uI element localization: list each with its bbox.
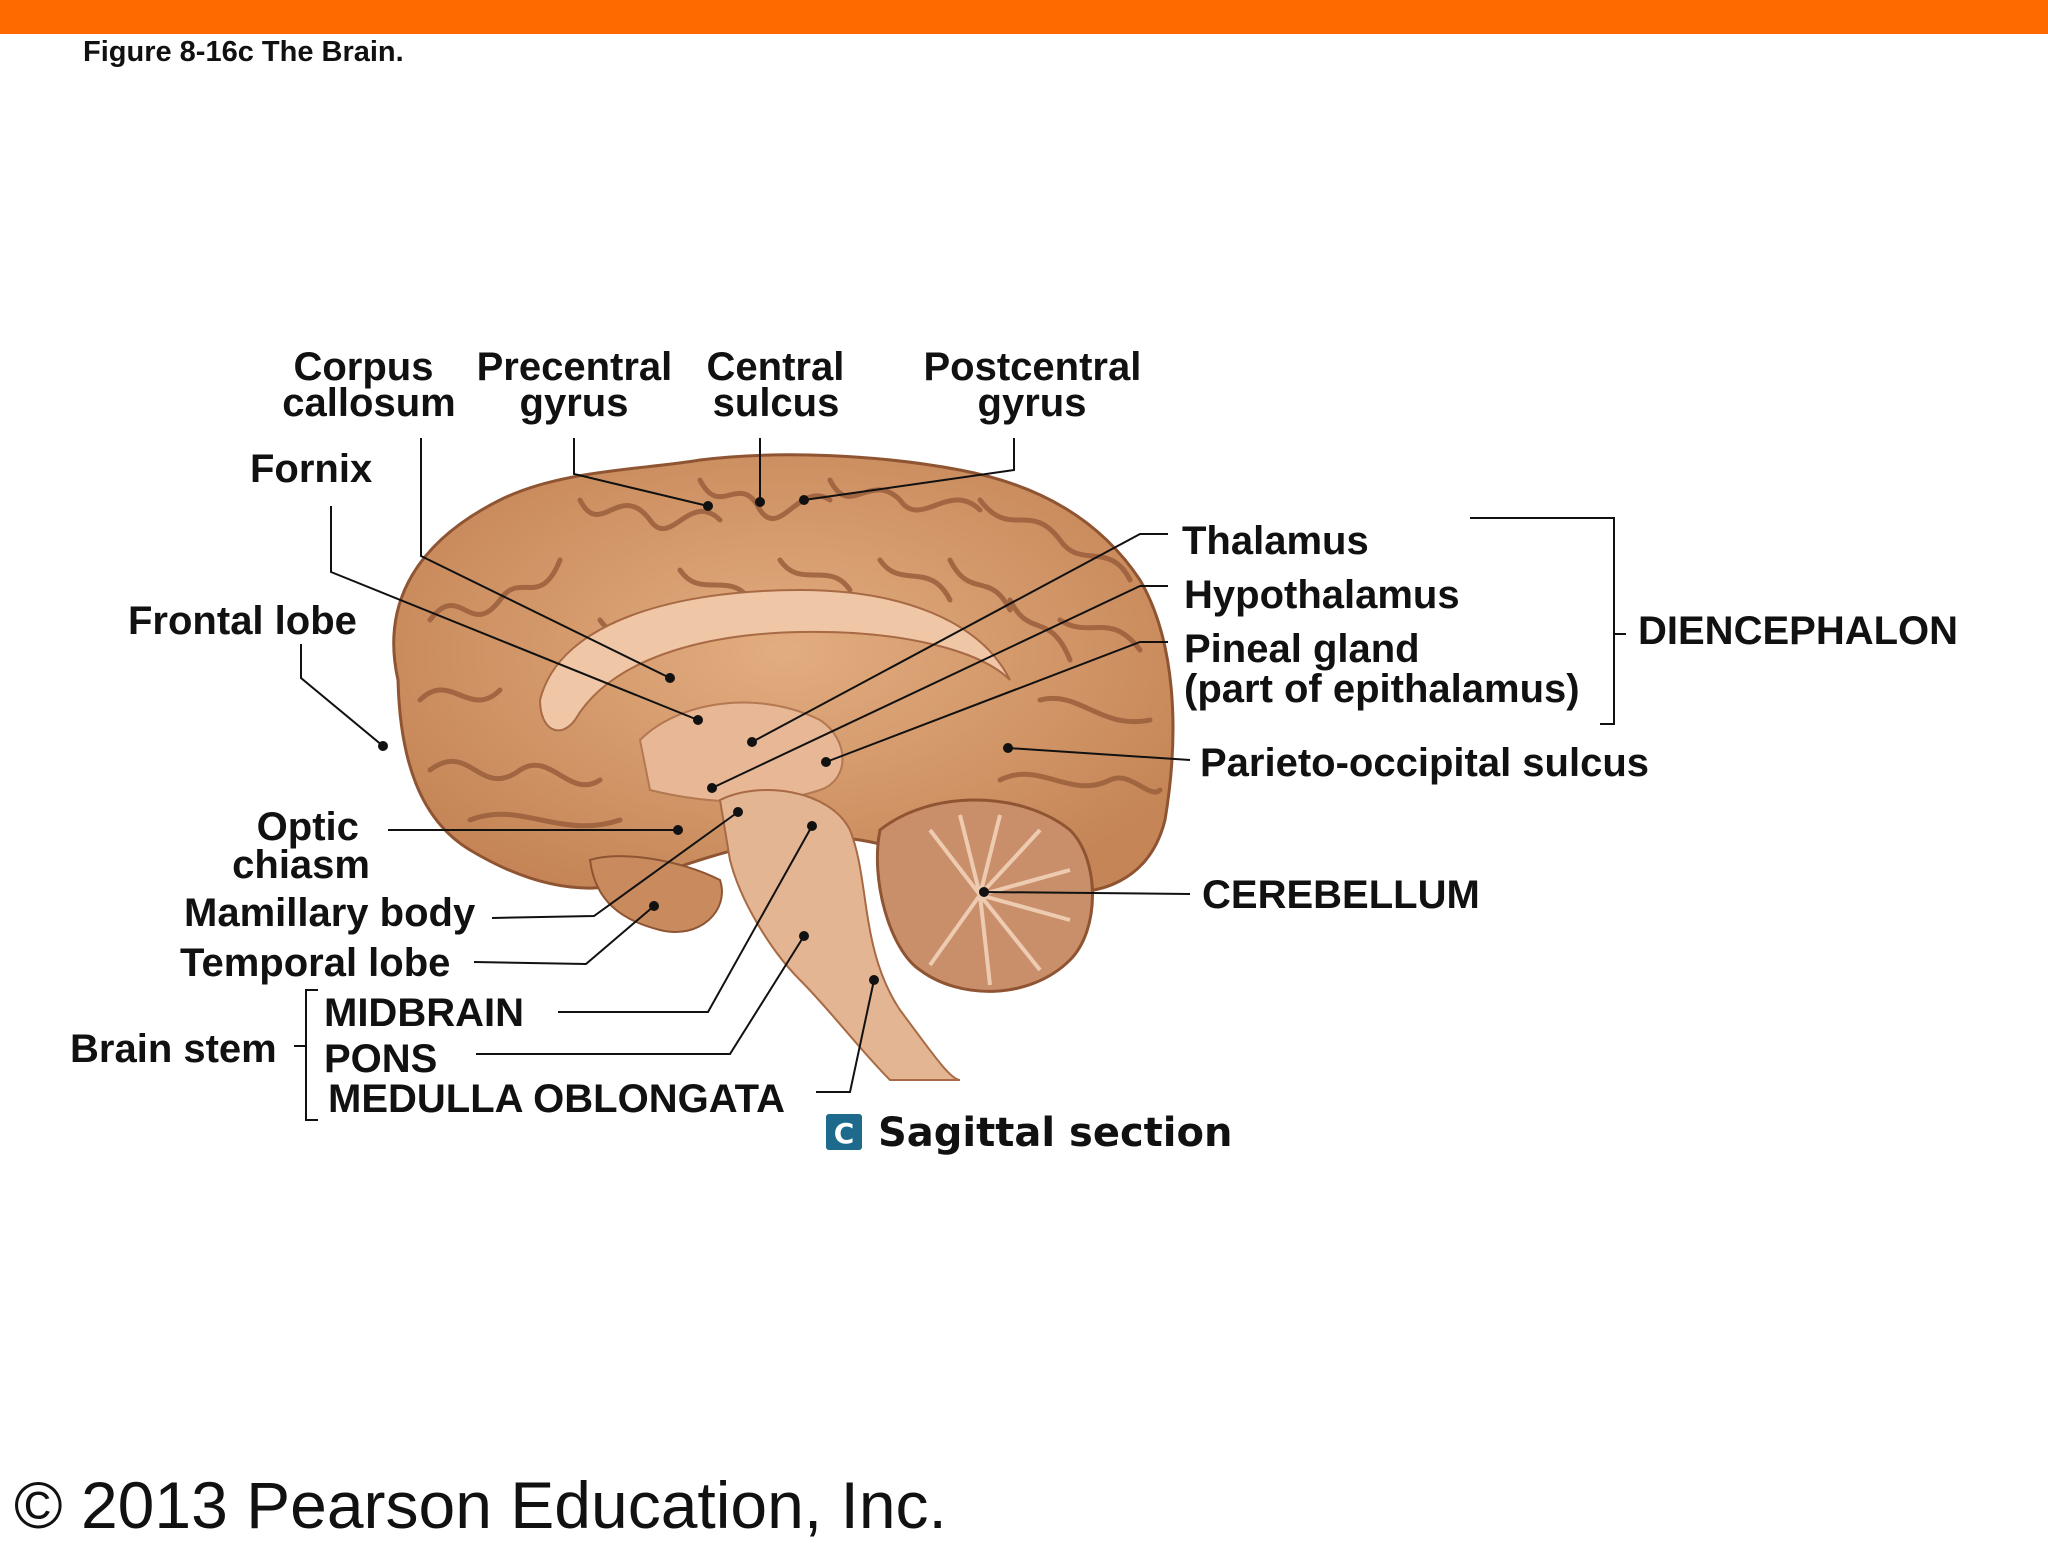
label-precentral-gyrus: Precentral gyrus <box>477 345 684 425</box>
label-pineal-gland: Pineal gland (part of epithalamus) <box>1184 627 1580 711</box>
pointer-pons <box>799 931 809 941</box>
leader-temporal-lobe <box>473 905 655 966</box>
bracket-brain-stem <box>305 989 318 1121</box>
pointer-postcentral-gyrus <box>799 495 809 505</box>
pointer-central-sulcus <box>755 497 765 507</box>
diencephalon-shape <box>638 701 844 803</box>
leader-cerebellum <box>983 891 1191 895</box>
leader-fornix <box>330 506 699 721</box>
pointer-cerebellum <box>979 887 989 897</box>
leader-thalamus <box>751 533 1168 743</box>
pointer-fornix <box>693 715 703 725</box>
pointer-mamillary-body <box>733 807 743 817</box>
label-frontal-lobe: Frontal lobe <box>128 599 357 643</box>
leader-mamillary-body <box>491 811 739 919</box>
label-temporal-lobe: Temporal lobe <box>180 941 450 985</box>
pointer-pineal-gland <box>821 757 831 767</box>
label-thalamus: Thalamus <box>1182 519 1369 563</box>
leader-midbrain <box>558 825 813 1013</box>
pointer-optic-chiasm <box>673 825 683 835</box>
leader-pons <box>476 935 805 1055</box>
leader-hypothalamus <box>711 585 1168 789</box>
label-parieto-occipital-sulcus: Parieto-occipital sulcus <box>1200 741 1649 785</box>
pointer-midbrain <box>807 821 817 831</box>
label-pons: PONS <box>324 1037 437 1081</box>
corpus-callosum-shape <box>538 588 1011 732</box>
label-optic-chiasm: Optic chiasm <box>232 805 370 887</box>
label-diencephalon: DIENCEPHALON <box>1638 609 1958 653</box>
section-title: Sagittal section <box>878 1110 1232 1156</box>
bracket-diencephalon <box>1470 517 1615 725</box>
figure-title: Figure 8-16c The Brain. <box>83 36 404 68</box>
section-badge <box>826 1114 862 1150</box>
pointer-temporal-lobe <box>649 901 659 911</box>
label-mamillary-body: Mamillary body <box>184 891 476 935</box>
label-fornix: Fornix <box>250 447 372 491</box>
pointer-frontal-lobe <box>378 741 388 751</box>
label-midbrain: MIDBRAIN <box>324 991 524 1035</box>
label-corpus-callosum: Corpus callosum <box>282 345 455 425</box>
pointer-precentral-gyrus <box>703 501 713 511</box>
pointer-hypothalamus <box>707 783 717 793</box>
leader-precentral-gyrus <box>573 438 709 507</box>
pointer-corpus-callosum <box>665 673 675 683</box>
leader-postcentral-gyrus <box>803 438 1015 501</box>
label-brain-stem: Brain stem <box>70 1027 277 1071</box>
leader-parieto-occipital-sulcus <box>1007 747 1191 761</box>
section-badge-letter: C <box>834 1117 855 1150</box>
top-accent-bar <box>0 0 2048 34</box>
brainstem-shape <box>718 789 961 1081</box>
temporal-lobe-shape <box>588 855 723 933</box>
label-cerebellum: CEREBELLUM <box>1202 873 1480 917</box>
label-hypothalamus: Hypothalamus <box>1184 573 1460 617</box>
copyright-footer: © 2013 Pearson Education, Inc. <box>14 1468 947 1542</box>
pointer-medulla-oblongata <box>869 975 879 985</box>
pointer-parieto-occipital-sulcus <box>1003 743 1013 753</box>
label-postcentral-gyrus: Postcentral gyrus <box>924 345 1153 425</box>
pointer-thalamus <box>747 737 757 747</box>
label-medulla-oblongata: MEDULLA OBLONGATA <box>328 1077 785 1121</box>
leader-pineal-gland <box>825 641 1168 763</box>
leader-corpus-callosum <box>420 438 671 679</box>
leader-medulla-oblongata <box>816 979 875 1093</box>
leader-frontal-lobe <box>300 644 384 747</box>
label-central-sulcus: Central sulcus <box>707 345 856 425</box>
